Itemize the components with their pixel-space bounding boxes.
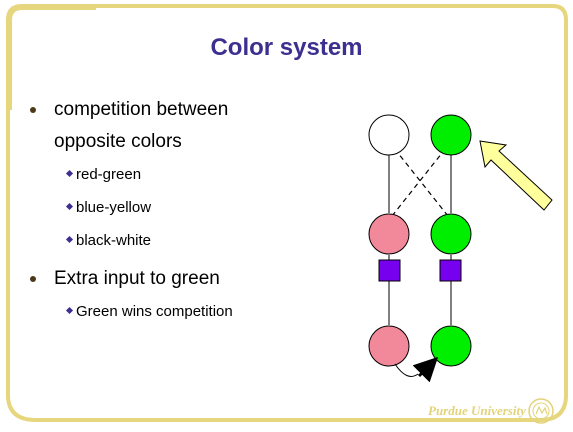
middle-left-red-node — [368, 213, 410, 255]
subbullet-text: black-white — [76, 232, 152, 249]
extra-input-arrow — [479, 140, 553, 211]
footer-university: Purdue University — [428, 403, 526, 418]
subbullet-green-wins: Green wins competition — [28, 295, 328, 328]
diamond-bullet-icon — [65, 235, 74, 244]
bottom-black-arrow — [412, 356, 439, 383]
subbullet-black-white: black-white — [28, 224, 328, 257]
bullet-competition: competition between opposite colors — [28, 94, 328, 158]
diamond-bullet-icon — [65, 202, 74, 211]
color-competition-diagram — [368, 114, 553, 383]
subbullet-text: red-green — [76, 166, 142, 183]
bullet-text-line: competition between — [54, 99, 229, 120]
subbullet-blue-yellow: blue-yellow — [28, 191, 328, 224]
bullet-list: competition between opposite colors red-… — [28, 94, 328, 328]
dashed-cross-connection — [393, 147, 449, 217]
bottom-link-curve — [394, 363, 419, 377]
slide-title: Color system — [210, 34, 363, 61]
bullet-extra-input: Extra input to green — [28, 263, 328, 295]
bullet-dot-icon — [30, 107, 36, 113]
diamond-bullet-icon — [65, 169, 74, 178]
left-square — [378, 259, 401, 282]
purdue-seal-icon — [528, 398, 554, 424]
subbullet-red-green: red-green — [28, 158, 328, 191]
bullet-text-line: Extra input to green — [54, 268, 220, 289]
top-right-green-node — [430, 114, 472, 156]
right-square — [439, 259, 462, 282]
top-left-white-node — [368, 114, 410, 156]
bullet-text-line: opposite colors — [54, 131, 182, 152]
subbullet-text: Green wins competition — [76, 303, 233, 320]
subbullet-text: blue-yellow — [76, 199, 152, 216]
middle-right-green-node — [430, 213, 472, 255]
diamond-bullet-icon — [65, 306, 74, 315]
bottom-right-green-node — [430, 325, 472, 367]
bullet-dot-icon — [30, 276, 36, 282]
bottom-left-red-node — [368, 325, 410, 367]
dashed-cross-connection — [391, 147, 447, 217]
